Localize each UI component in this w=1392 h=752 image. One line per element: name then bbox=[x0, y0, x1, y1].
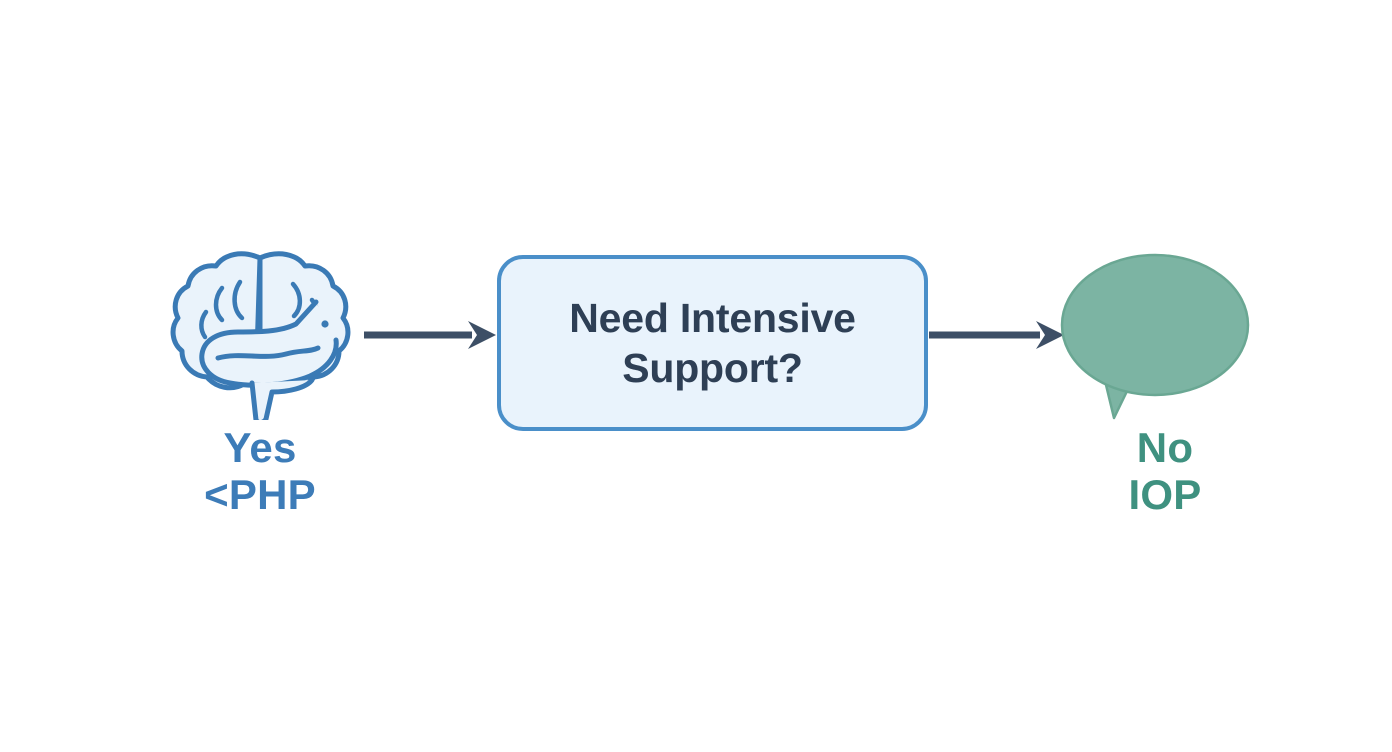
arrow-brain-to-decision bbox=[364, 321, 496, 349]
left-label-php: <PHP bbox=[204, 471, 316, 519]
decision-text-line2: Support? bbox=[622, 345, 803, 391]
right-label-iop: IOP bbox=[1128, 471, 1202, 519]
right-node-labels: No IOP bbox=[1055, 424, 1275, 518]
arrow-decision-to-outcome bbox=[929, 321, 1064, 349]
decision-box[interactable]: Need Intensive Support? bbox=[497, 255, 928, 431]
decision-text-line1: Need Intensive bbox=[569, 294, 856, 341]
right-label-no: No bbox=[1136, 424, 1194, 471]
decision-box-text: Need Intensive Support? bbox=[549, 293, 876, 393]
left-label-yes: Yes bbox=[223, 424, 297, 471]
left-node-labels: Yes <PHP bbox=[150, 424, 370, 518]
outcome-node[interactable] bbox=[1058, 248, 1268, 423]
speech-bubble-icon bbox=[1060, 253, 1250, 420]
brain-node[interactable] bbox=[160, 240, 360, 420]
brain-icon bbox=[170, 251, 351, 420]
